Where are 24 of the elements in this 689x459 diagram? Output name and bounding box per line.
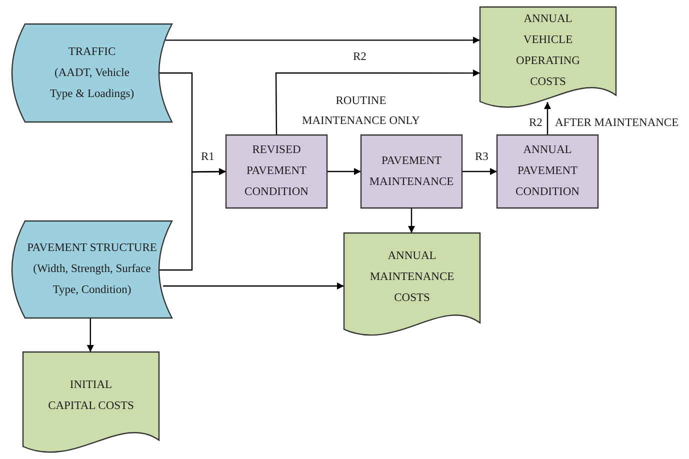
arrow xyxy=(544,102,551,135)
data-store-shape xyxy=(12,24,172,122)
arrow xyxy=(275,70,480,135)
arrow xyxy=(408,208,415,233)
node-label: (AADT, Vehicle Type & Loadings) xyxy=(48,66,136,102)
node-label: ANNUAL MAINTENANCE COSTS xyxy=(369,249,455,306)
node-label: ANNUAL PAVEMENT CONDITION xyxy=(514,143,580,200)
node-label: REVISED PAVEMENT CONDITION xyxy=(244,143,310,200)
arrow xyxy=(163,282,344,290)
process-box xyxy=(226,135,327,208)
node-label: (Width, Strength, Surface Type, Condition) xyxy=(32,262,152,298)
node-label: TRAFFIC xyxy=(68,44,116,60)
node-label: INITIAL CAPITAL COSTS xyxy=(48,378,134,414)
arrow xyxy=(86,318,94,352)
node-label: PAVEMENT MAINTENANCE xyxy=(368,154,455,190)
arrow xyxy=(462,168,497,175)
node-label: ANNUAL VEHICLE OPERATING COSTS xyxy=(515,12,581,90)
process-box xyxy=(361,135,462,208)
arrow xyxy=(327,168,361,175)
process-box xyxy=(497,135,598,208)
arrow xyxy=(159,168,226,271)
data-store-shape xyxy=(12,221,172,318)
arrow xyxy=(166,36,480,44)
node-label: PAVEMENT STRUCTURE xyxy=(27,241,157,256)
